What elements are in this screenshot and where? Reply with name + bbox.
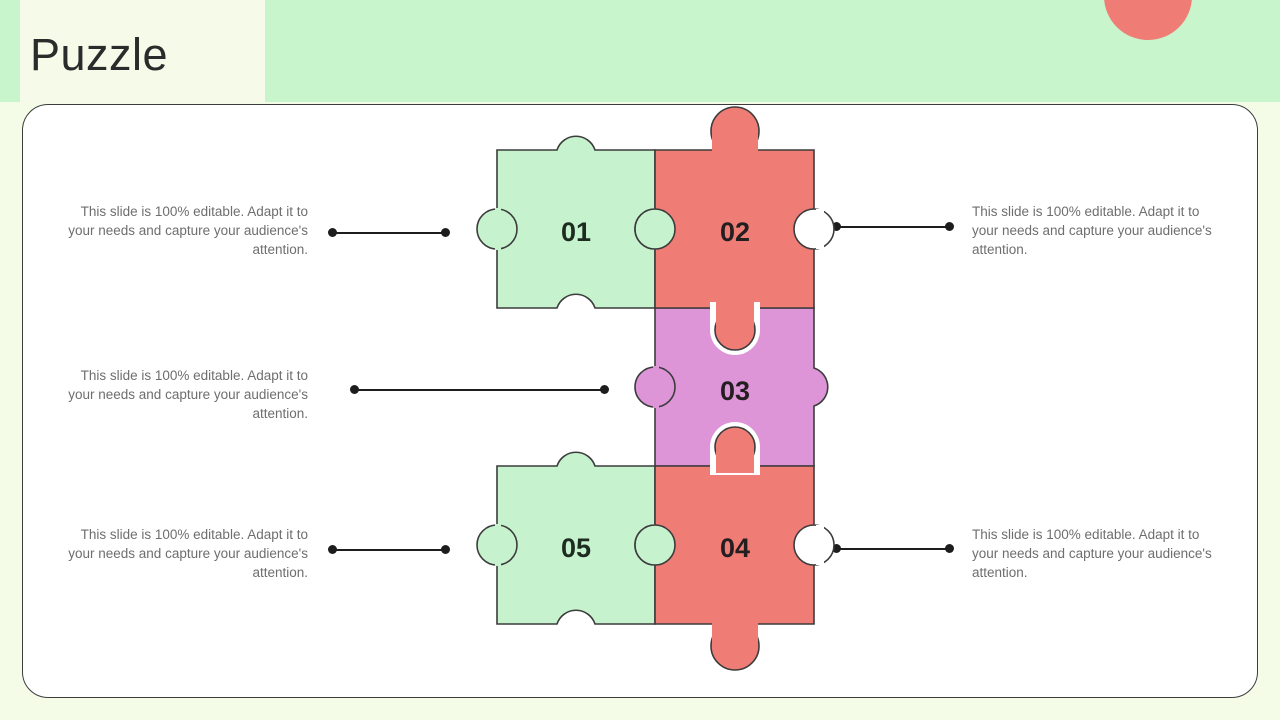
connector-line-05 [328, 545, 450, 555]
connector-dot [832, 544, 841, 553]
connector-line-01 [328, 228, 450, 238]
puzzle-piece-05-number: 05 [561, 533, 591, 563]
title-box [20, 0, 265, 102]
description-01: This slide is 100% editable. Adapt it to… [68, 204, 308, 257]
puzzle-piece-05-left-joint [495, 524, 501, 566]
description-05: This slide is 100% editable. Adapt it to… [68, 527, 308, 580]
connector-dot [832, 222, 841, 231]
puzzle-piece-01-number: 01 [561, 217, 591, 247]
puzzle-piece-04-number: 04 [720, 533, 750, 563]
description-04: This slide is 100% editable. Adapt it to… [972, 527, 1212, 580]
connector-line-03 [350, 385, 609, 395]
puzzle-joint-01-02-fill [652, 210, 657, 248]
connector-dot [328, 545, 337, 554]
connector-bar [333, 549, 445, 551]
puzzle-piece-03-number: 03 [720, 376, 750, 406]
connector-bar [333, 232, 445, 234]
connector-dot [945, 222, 954, 231]
puzzle-piece-02-top-joint [712, 134, 758, 156]
puzzle-piece-03[interactable]: 03 [634, 307, 829, 467]
puzzle-piece-01-left-joint [495, 208, 501, 250]
connector-dot [350, 385, 359, 394]
connector-bar [355, 389, 604, 391]
connector-dot [945, 544, 954, 553]
puzzle-graphic: 03 01 02 [476, 106, 835, 671]
puzzle-piece-02-number: 02 [720, 217, 750, 247]
puzzle-piece-04-right-notch [793, 524, 835, 566]
puzzle-piece-04-bottom-joint [712, 618, 758, 642]
puzzle-piece-02-right-notch [793, 208, 835, 250]
connector-line-04 [832, 544, 954, 554]
connector-line-02 [832, 222, 954, 232]
puzzle-piece-05[interactable]: 05 [476, 451, 676, 625]
puzzle-piece-02[interactable]: 02 [654, 106, 835, 355]
puzzle-piece-04-top-joint [716, 451, 754, 473]
puzzle-piece-04[interactable]: 04 [654, 422, 835, 671]
puzzle-piece-02-right-notch-fill [816, 209, 824, 249]
connector-dot [441, 545, 450, 554]
connector-bar [837, 548, 949, 550]
puzzle-piece-03-left-joint [653, 366, 659, 408]
puzzle-piece-04-right-notch-fill [816, 525, 824, 565]
puzzle-piece-02-bottom-joint [716, 302, 754, 326]
puzzle-joint-05-04-fill [652, 526, 657, 564]
connector-dot [600, 385, 609, 394]
connector-bar [837, 226, 949, 228]
description-02: This slide is 100% editable. Adapt it to… [972, 204, 1212, 257]
page-title: Puzzle [30, 29, 169, 80]
header-left-strip [0, 0, 20, 102]
connector-dot [441, 228, 450, 237]
description-03: This slide is 100% editable. Adapt it to… [68, 368, 308, 421]
connector-dot [328, 228, 337, 237]
